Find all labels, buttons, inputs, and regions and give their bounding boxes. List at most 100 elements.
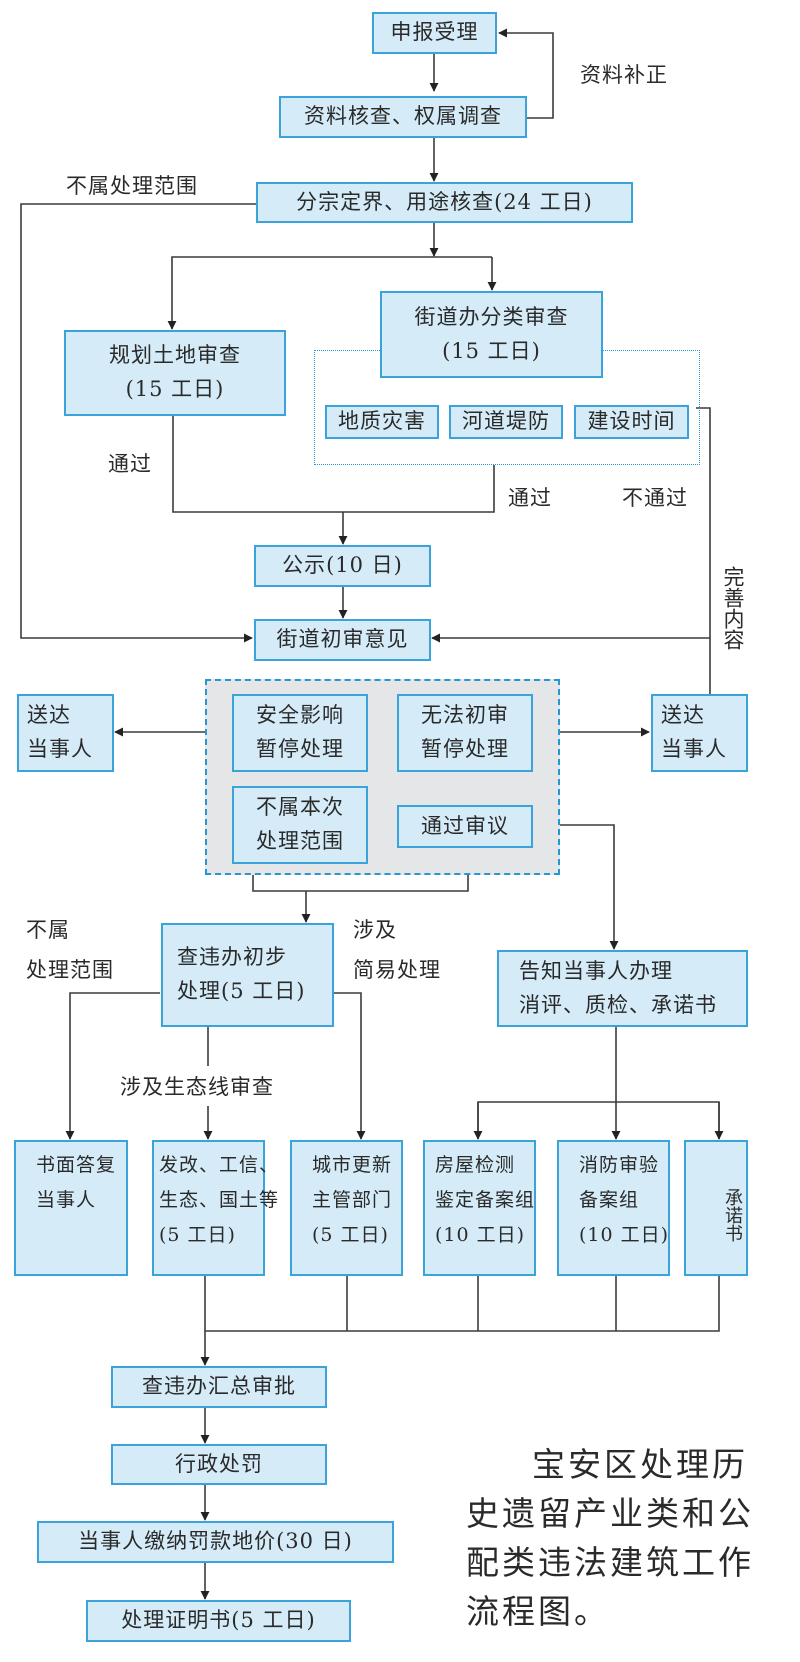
label-fail: 不通过 [622,486,688,510]
node-summary-approval-label: 查违办汇总审批 [142,1374,296,1399]
node-safety-suspend[interactable]: 安全影响 暂停处理 [232,694,368,772]
label-simple-process-line2: 简易处理 [353,958,441,982]
node-depts-line3: (5 工日) [159,1224,236,1247]
node-written-reply-line1: 书面答复 [36,1154,117,1176]
node-cannot-review-line1: 无法初审 [421,703,509,728]
node-out-of-scope-batch-line2: 处理范围 [256,829,344,853]
node-fire-inspection-line3: (10 工日) [579,1224,670,1247]
node-preliminary[interactable]: 查违办初步 处理(5 工日) [161,923,334,1027]
diagram-title: 宝安区处理历 史遗留产业类和公 配类违法建筑工作 流程图。 [466,1440,756,1636]
edge-prelim-written [65,992,160,1140]
node-street-opinion[interactable]: 街道初审意见 [254,619,431,661]
node-fire-inspection[interactable]: 消防审验 备案组 (10 工日) [557,1140,670,1276]
node-build-time-label: 建设时间 [587,409,676,434]
node-commitment[interactable]: 承诺书 [684,1140,748,1276]
node-geo-hazard-label: 地质灾害 [338,409,426,434]
label-ecology-review: 涉及生态线审查 [118,1069,276,1106]
node-street-review-line1: 街道办分类审查 [414,304,569,329]
node-depts-line1: 发改、工信、 [159,1154,280,1176]
label-not-in-scope-bottom-line1: 不属 [26,918,70,942]
node-street-opinion-label: 街道初审意见 [276,627,409,652]
node-cannot-review[interactable]: 无法初审 暂停处理 [397,694,533,772]
node-deliver-left-line1: 送达 [27,703,71,728]
node-verify[interactable]: 资料核查、权属调查 [279,96,527,138]
node-verify-label: 资料核查、权属调查 [304,104,502,129]
node-written-reply[interactable]: 书面答复 当事人 [14,1140,128,1276]
node-build-time[interactable]: 建设时间 [574,405,689,439]
node-urban-renewal-line2: 主管部门 [312,1189,393,1212]
node-deliver-left-line2: 当事人 [27,737,93,761]
diagram-title-line3: 配类违法建筑工作 [466,1543,754,1582]
label-pass-right: 通过 [508,486,552,510]
node-out-of-scope-batch-line1: 不属本次 [256,795,344,820]
edge-pass-notify [533,824,619,950]
edge-bottom-merge [204,1276,720,1332]
node-house-inspection-line2: 鉴定备案组 [435,1189,536,1212]
node-deliver-right-line2: 当事人 [661,737,727,761]
label-not-in-scope-top: 不属处理范围 [66,174,198,198]
label-not-in-scope-bottom-line2: 处理范围 [26,958,114,982]
node-admin-penalty-label: 行政处罚 [175,1451,263,1476]
node-preliminary-line1: 查违办初步 [177,945,287,970]
node-pay-fine[interactable]: 当事人缴纳罚款地价(30 日) [37,1521,394,1563]
node-house-inspection-line3: (10 工日) [435,1224,526,1247]
node-urban-renewal[interactable]: 城市更新 主管部门 (5 工日) [290,1140,403,1276]
node-river-levee-label: 河道堤防 [462,409,550,434]
node-publicity[interactable]: 公示(10 日) [254,545,431,587]
node-planning-review-line1: 规划土地审查 [109,343,241,368]
node-fire-inspection-line2: 备案组 [579,1189,640,1212]
node-planning-review[interactable]: 规划土地审查 (15 工日) [64,330,286,416]
diagram-title-line1: 宝安区处理历 [532,1445,748,1484]
node-cannot-review-line2: 暂停处理 [421,737,509,761]
edge-planning-pass [172,416,495,513]
node-deliver-right[interactable]: 送达 当事人 [651,694,748,772]
node-written-reply-line2: 当事人 [36,1189,97,1212]
label-supplement: 资料补正 [580,63,668,87]
label-not-in-scope-bottom: 不属 处理范围 [26,910,114,990]
node-delimit-label: 分宗定界、用途核查(24 工日) [296,189,593,214]
node-commitment-label: 承诺书 [722,1188,743,1242]
node-depts[interactable]: 发改、工信、 生态、国土等 (5 工日) [152,1140,278,1276]
node-fire-inspection-line1: 消防审验 [579,1154,660,1176]
diagram-title-line2: 史遗留产业类和公 [466,1494,754,1533]
node-certificate-label: 处理证明书(5 工日) [121,1608,316,1633]
label-simple-process: 涉及 简易处理 [353,910,441,990]
node-pay-fine-label: 当事人缴纳罚款地价(30 日) [78,1529,353,1554]
node-notify-party-line1: 告知当事人办理 [519,958,673,983]
node-delimit[interactable]: 分宗定界、用途核查(24 工日) [256,182,633,223]
node-notify-party[interactable]: 告知当事人办理 消评、质检、承诺书 [497,950,748,1027]
node-publicity-label: 公示(10 日) [282,553,403,578]
diagram-title-line4: 流程图。 [466,1592,610,1631]
node-urban-renewal-line3: (5 工日) [312,1224,389,1247]
label-improve: 完善内容 [721,566,745,650]
node-summary-approval[interactable]: 查违办汇总审批 [111,1366,327,1408]
node-deliver-left[interactable]: 送达 当事人 [17,694,114,772]
node-notify-party-line2: 消评、质检、承诺书 [519,992,717,1017]
node-out-of-scope-batch[interactable]: 不属本次 处理范围 [232,786,368,864]
node-pass-deliberation[interactable]: 通过审议 [397,805,533,848]
node-admin-penalty[interactable]: 行政处罚 [111,1444,327,1485]
node-certificate[interactable]: 处理证明书(5 工日) [86,1600,351,1642]
node-house-inspection-line1: 房屋检测 [435,1154,516,1176]
edge-notify-house [477,1101,720,1139]
node-planning-review-line2: (15 工日) [125,377,225,401]
node-safety-suspend-line2: 暂停处理 [256,737,344,761]
node-geo-hazard[interactable]: 地质灾害 [325,405,439,439]
node-depts-line2: 生态、国土等 [159,1189,280,1212]
node-pass-deliberation-label: 通过审议 [421,813,509,838]
edge-prelim-renewal [334,992,366,1140]
node-street-review-line2: (15 工日) [442,338,541,363]
node-apply[interactable]: 申报受理 [372,12,497,54]
node-apply-label: 申报受理 [390,20,479,45]
label-simple-process-line1: 涉及 [353,918,397,942]
edge-split-planning [167,256,492,330]
node-urban-renewal-line1: 城市更新 [312,1154,393,1176]
node-street-review[interactable]: 街道办分类审查 (15 工日) [380,291,603,378]
edge-not-in-scope-rail [20,203,256,643]
node-safety-suspend-line1: 安全影响 [256,703,344,728]
node-house-inspection[interactable]: 房屋检测 鉴定备案组 (10 工日) [423,1140,536,1276]
edge-supplement-loop [498,28,554,119]
node-river-levee[interactable]: 河道堤防 [449,405,563,439]
edge-fail-improve [696,407,711,700]
